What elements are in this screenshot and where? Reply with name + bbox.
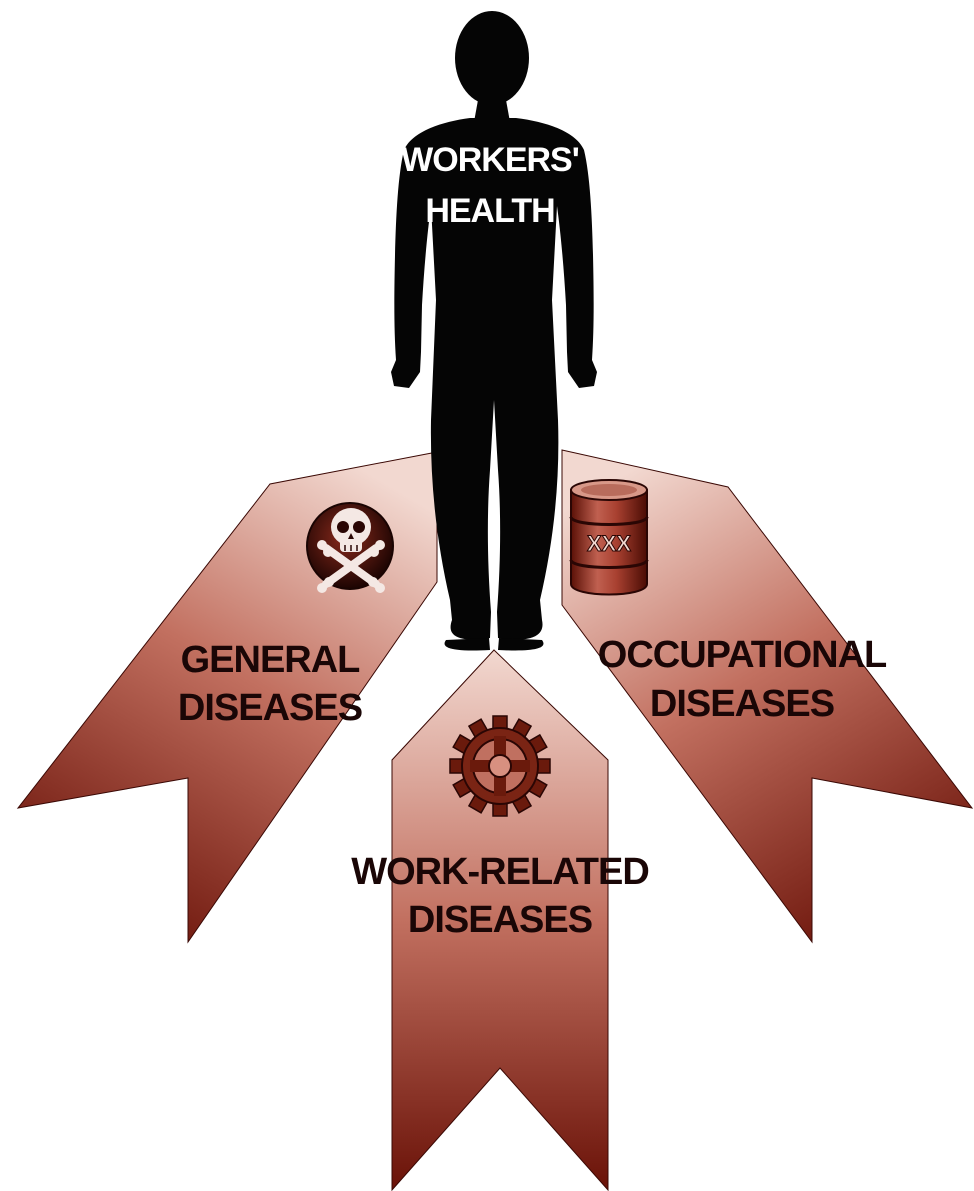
skull-crossbones-icon [306,502,394,593]
work-related-diseases-label-line1: WORK-RELATED [351,851,649,893]
occupational-diseases-label-line2: DISEASES [650,683,834,725]
general-diseases-label-line2: DISEASES [178,687,362,729]
workers-health-label-line2: HEALTH [425,192,554,230]
workers-health-label-line1: WORKERS' [401,141,579,179]
gear-icon [449,715,551,817]
work-related-diseases-label-line2: DISEASES [408,899,592,941]
barrel-marking: XXX [587,531,631,556]
worker-silhouette [391,11,597,651]
occupational-diseases-arrow [561,449,974,944]
work-related-diseases-arrow [391,649,609,1191]
general-diseases-label-line1: GENERAL [181,639,361,681]
occupational-diseases-label-line1: OCCUPATIONAL [598,634,887,676]
barrel-icon: XXX [569,479,649,596]
